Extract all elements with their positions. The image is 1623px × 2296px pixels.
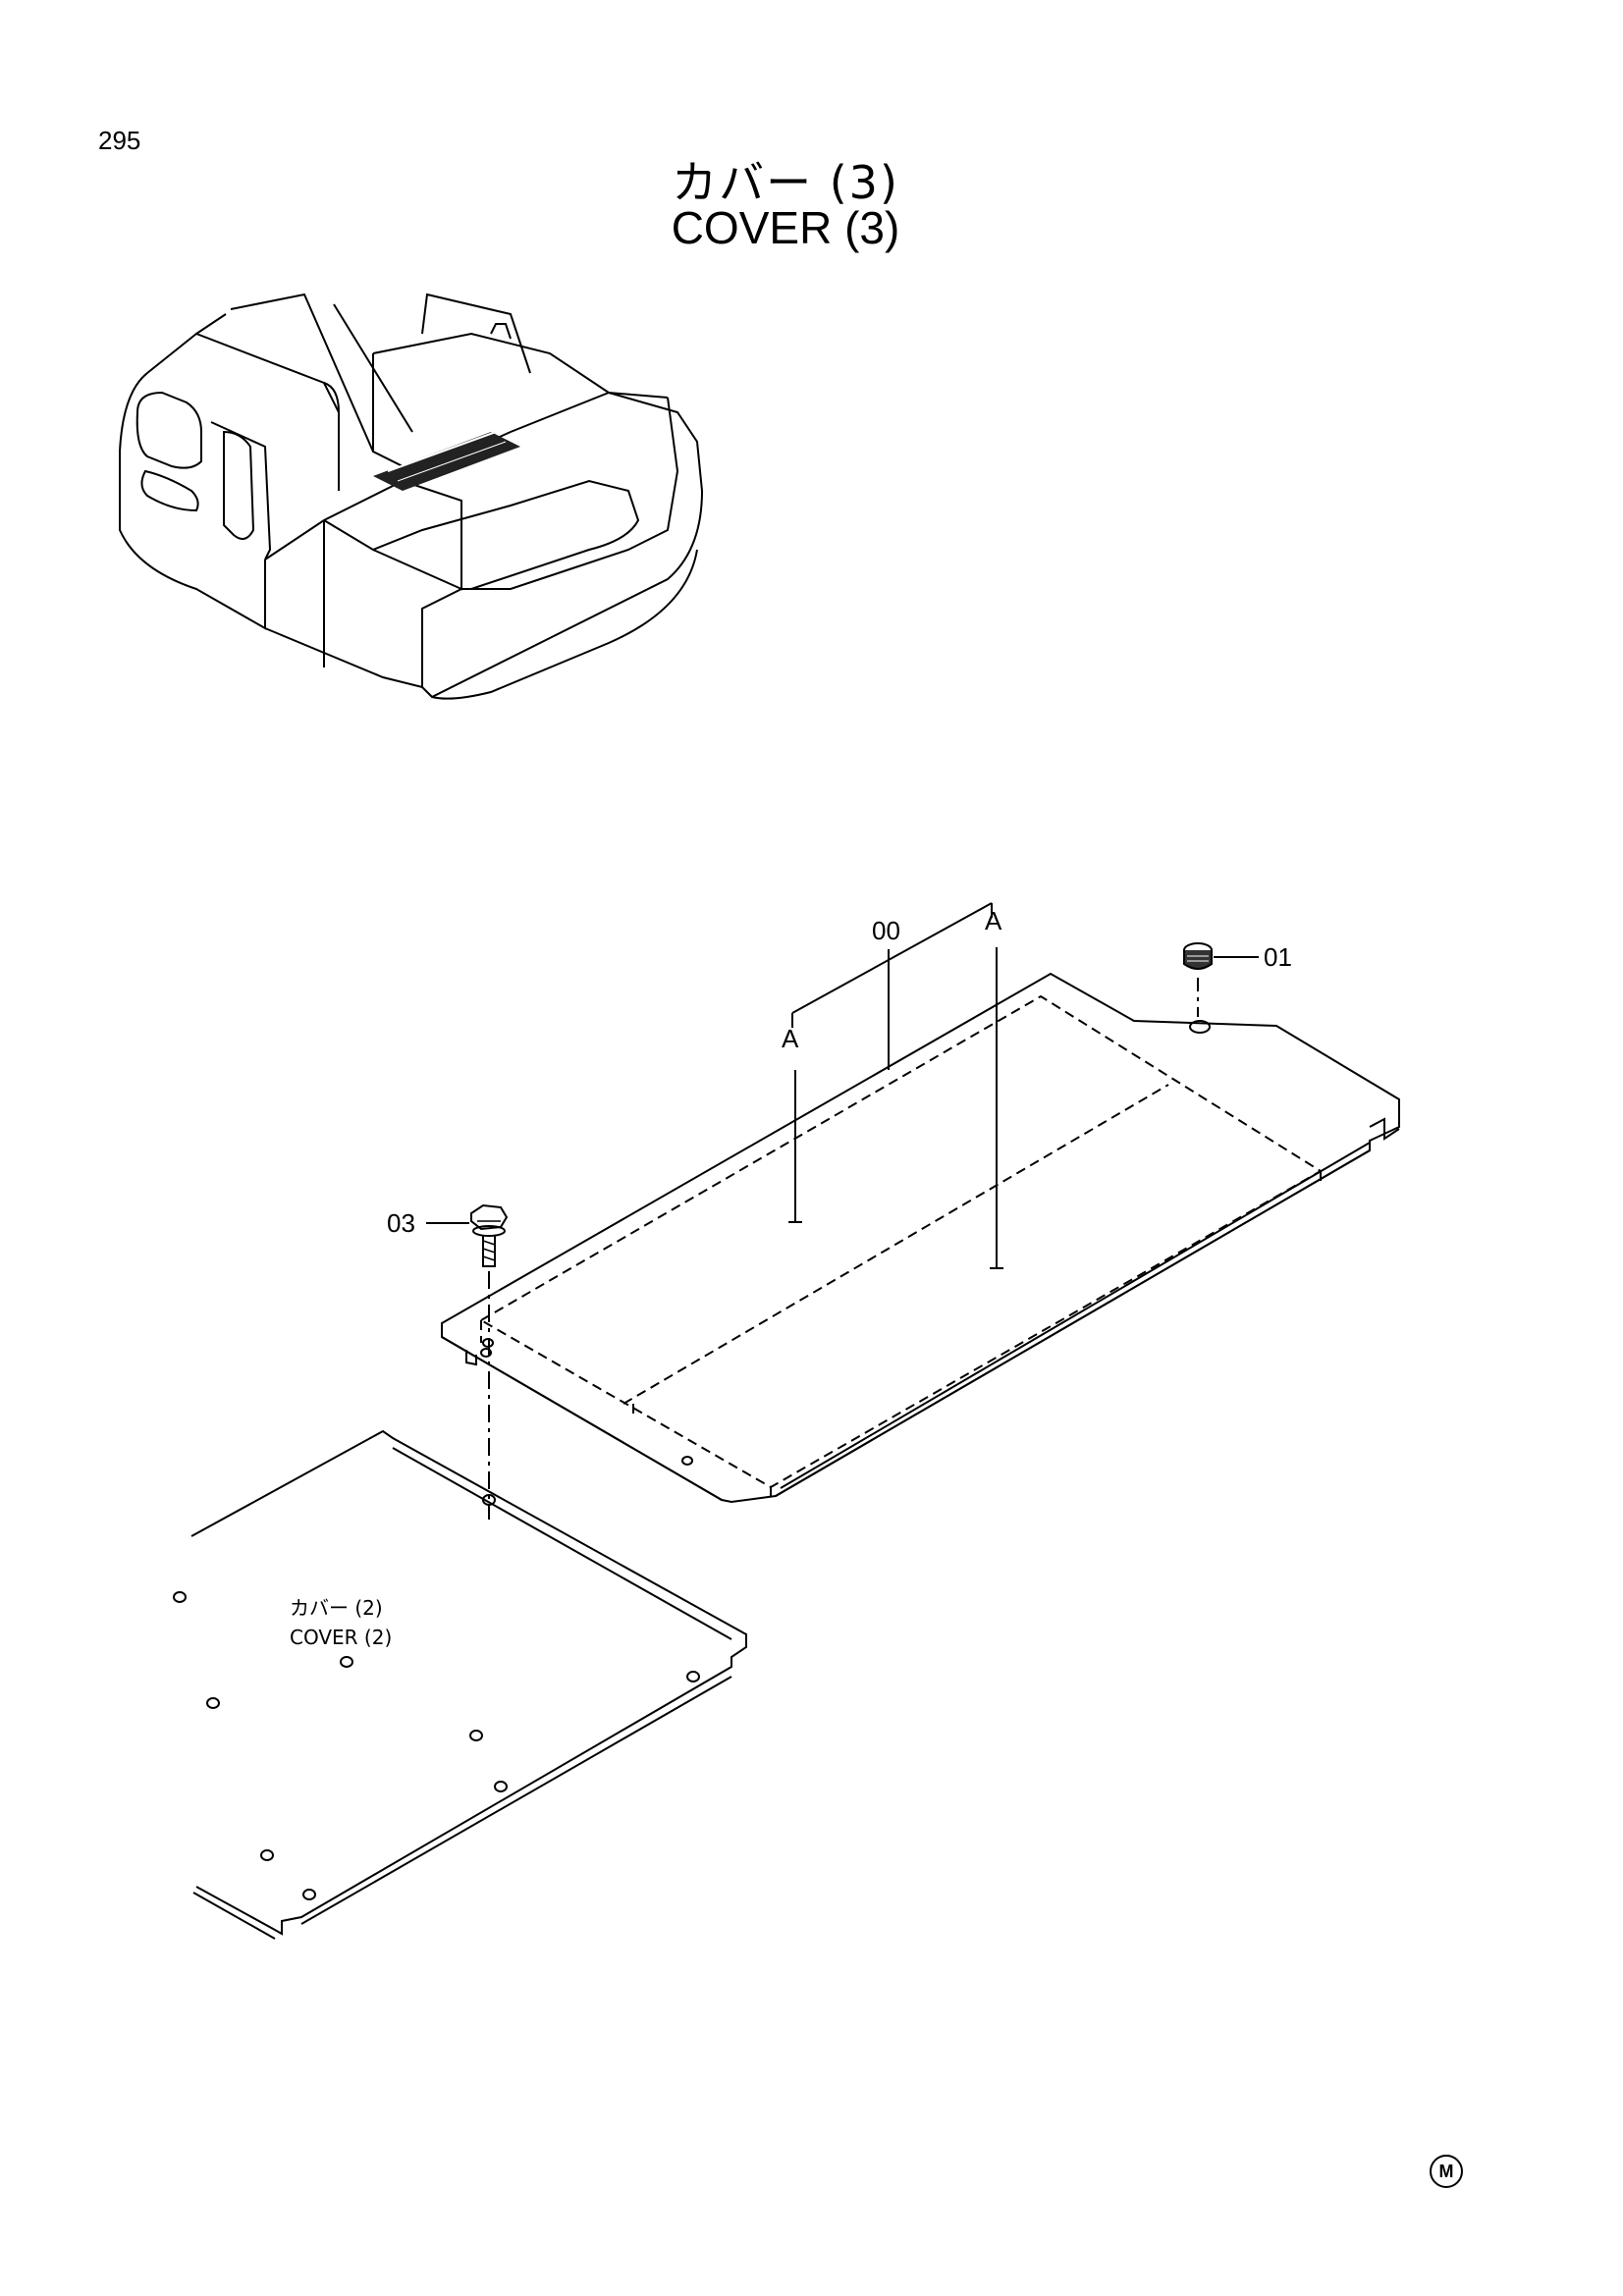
page-title-english: COVER (3) xyxy=(671,202,900,253)
callout-00-label: 00 xyxy=(872,916,900,945)
callout-00 xyxy=(788,902,1003,1269)
cover-3-panel xyxy=(441,972,1400,1504)
cover-2-panel xyxy=(190,1429,747,1940)
page-title-japanese: カバー (3) xyxy=(672,156,899,209)
cover-2-label-japanese: カバー (2) xyxy=(290,1596,383,1620)
callout-03-label: 03 xyxy=(387,1208,415,1238)
section-a-left-label: A xyxy=(782,1024,799,1053)
cover-2-holes xyxy=(173,1494,700,1900)
cover-3-dashed-insulation xyxy=(480,994,1323,1497)
bolt-part-03 xyxy=(426,1203,509,1520)
grommet-part-01 xyxy=(1183,942,1259,1017)
manual-marker-icon: M xyxy=(1430,2155,1463,2188)
machine-overview xyxy=(119,293,704,700)
callout-01-label: 01 xyxy=(1264,942,1292,972)
cover-2-label-english: COVER (2) xyxy=(290,1626,392,1649)
page-number: 295 xyxy=(98,126,141,155)
section-a-right-label: A xyxy=(985,906,1002,935)
highlighted-cover xyxy=(373,431,520,491)
